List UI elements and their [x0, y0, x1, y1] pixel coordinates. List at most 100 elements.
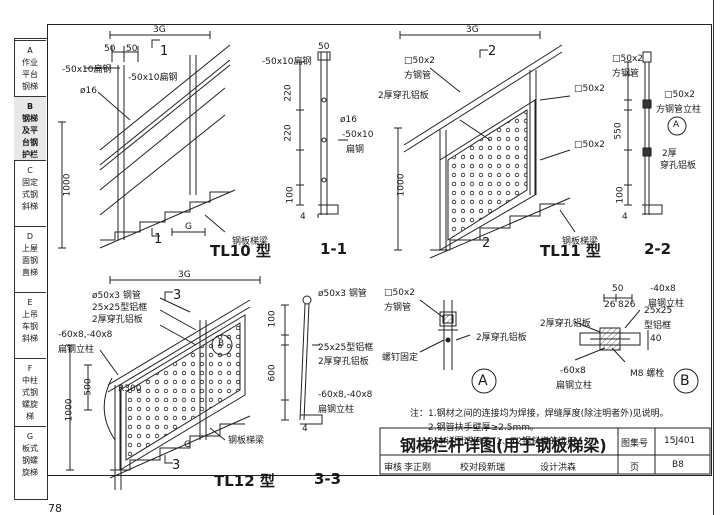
detail-b-plate: 2厚穿孔铝板: [540, 319, 591, 329]
detail-a-tube2: 方钢管: [384, 303, 412, 313]
detail-b-circle: B: [680, 373, 690, 389]
s22-n4: 4: [622, 212, 628, 222]
design-name: 洪森: [558, 463, 577, 473]
tl12-dim-3g: 3G: [178, 270, 191, 280]
s33-d100: 100: [267, 310, 278, 328]
tl11-tube-a2: 方钢管: [404, 71, 432, 81]
sheet-title: 钢梯栏杆详图(用于钢板梯梁): [400, 436, 607, 455]
tl10-dim-50b: 50: [126, 44, 138, 54]
detail-b-post4: 扁钢立柱: [556, 381, 593, 391]
s33-plate: 2厚穿孔铝板: [318, 357, 369, 367]
right-tab-strip: [713, 0, 728, 515]
tl10-rod: ø16: [80, 86, 97, 96]
detail-a-plate: 2厚穿孔铝板: [476, 333, 527, 343]
detail-a-tube: □50x2: [384, 288, 416, 298]
tl12-g: G: [184, 440, 191, 450]
s11-d220b: 220: [283, 124, 294, 142]
tl12-elevation: [66, 276, 261, 490]
s11-flat-bar2b: 扁钢: [346, 145, 365, 155]
tl10-height: 1000: [62, 173, 73, 197]
section-3-3: [281, 295, 323, 425]
tl11-tube-b: □50x2: [574, 84, 606, 94]
section-1-1: [296, 51, 348, 218]
tl12-circle-b: B: [218, 339, 225, 349]
tl11-tube-c: □50x2: [574, 140, 606, 150]
tl11-section-mark-bottom: 2: [482, 236, 491, 251]
tl12-flat-post2: 扁钢立柱: [58, 345, 95, 355]
tl10-dim-3g: 3G: [153, 25, 166, 35]
atlas-no: 15J401: [664, 436, 696, 446]
tl10-g: G: [185, 222, 192, 232]
detail-b: [574, 294, 699, 394]
s11-rod: ø16: [340, 115, 357, 125]
s11-flat-bar: -50x10扁钢: [262, 57, 312, 67]
tl11-section-mark-top: 2: [488, 44, 497, 59]
detail-b-frame: 25x25: [644, 306, 673, 316]
s22-plate2: 穿孔铝板: [660, 161, 697, 171]
tl12-h500: 500: [83, 378, 94, 396]
note-3: 3.本详图适用于T1、T2钢斜梯的选用。: [428, 437, 586, 447]
design-label: 设计: [540, 463, 559, 473]
tl10-flat-bar-b: -50x10扁钢: [128, 73, 178, 83]
s33-d600: 600: [267, 364, 278, 382]
note-1: 注：1.钢材之间的连接均为焊接，焊缝厚度(除注明者外)见说明。: [410, 409, 669, 419]
detail-b-d40: 40: [650, 334, 662, 344]
tl12-tube: ø50x3 钢管: [92, 291, 141, 301]
detail-b-frame2: 型铝框: [644, 321, 672, 331]
tl11-title: TL11 型: [540, 242, 601, 260]
tl12-section-mark-top: 3: [173, 288, 182, 303]
tl10-section-mark-top: 1: [160, 44, 169, 59]
tl11-height: 1000: [396, 173, 407, 197]
s33-n4: 4: [302, 424, 308, 434]
s22-tube-post: □50x2: [664, 90, 696, 100]
detail-b-bolt: M8 螺栓: [630, 369, 665, 379]
tl12-beam: 钢板梯梁: [228, 436, 265, 446]
detail-b-d26b: 26: [624, 300, 636, 310]
tl11-elevation: [394, 31, 576, 259]
tl11-beam: 钢板梯梁: [562, 237, 599, 247]
s11-d50: 50: [318, 42, 330, 52]
s11-flat-bar2: -50x10: [342, 130, 374, 140]
s22-tube-post2: 方钢管立柱: [656, 105, 702, 115]
detail-a: [419, 299, 497, 394]
tl12-r300: R300: [118, 384, 142, 394]
tl10-section-mark-bottom: 1: [154, 232, 163, 247]
s22-tube-top: □50x2: [612, 54, 644, 64]
section-3-3-title: 3-3: [314, 470, 342, 488]
review-label: 审核: [384, 463, 403, 473]
tl11-plate: 2厚穿孔铝板: [378, 91, 429, 101]
s33-frame: 25x25型铝框: [318, 343, 374, 353]
side-tab-4[interactable]: E 上吊 车钢 斜梯: [14, 292, 46, 358]
detail-a-circle: A: [478, 373, 488, 389]
page-corner-number: 78: [48, 502, 62, 515]
tl12-flat-post: -60x8,-40x8: [58, 330, 113, 340]
side-tab-5[interactable]: F 中柱 式钢 螺旋 梯: [14, 358, 46, 426]
side-tab-6[interactable]: G 板式 钢螺 旋梯: [14, 426, 46, 496]
side-tab-3[interactable]: D 上屋 面钢 直梯: [14, 226, 46, 292]
tl10-title: TL10 型: [210, 242, 271, 260]
s22-d550: 550: [613, 122, 624, 140]
side-tab-0[interactable]: A 作业 平台 钢梯: [14, 40, 46, 96]
section-2-2: [624, 51, 687, 215]
side-tab-2[interactable]: C 固定 式钢 斜梯: [14, 160, 46, 226]
detail-b-post2: 扁钢立柱: [648, 299, 685, 309]
note-2: 2.钢管扶手壁厚≥2.5mm。: [428, 423, 539, 433]
page-label: 页: [630, 463, 640, 473]
side-tab-1[interactable]: B 钢梯 及平 台钢 护栏: [14, 96, 46, 160]
tl11-dim-3g: 3G: [466, 25, 479, 35]
detail-b-d8: 8: [618, 300, 624, 310]
s22-plate: 2厚: [662, 149, 677, 159]
detail-b-post3: -60x8: [560, 366, 586, 376]
tl10-flat-bar-a: -50x10扁钢: [62, 65, 112, 75]
detail-b-post: -40x8: [650, 284, 676, 294]
review-name: 李正刚: [404, 463, 432, 473]
detail-b-d50: 50: [612, 284, 624, 294]
s22-d100: 100: [615, 186, 626, 204]
drawing-frame: [47, 24, 712, 476]
tl11-tube-a: □50x2: [404, 56, 436, 66]
detail-b-d26a: 26: [604, 300, 616, 310]
tl12-title: TL12 型: [214, 472, 275, 490]
s22-tube-top2: 方钢管: [612, 69, 640, 79]
